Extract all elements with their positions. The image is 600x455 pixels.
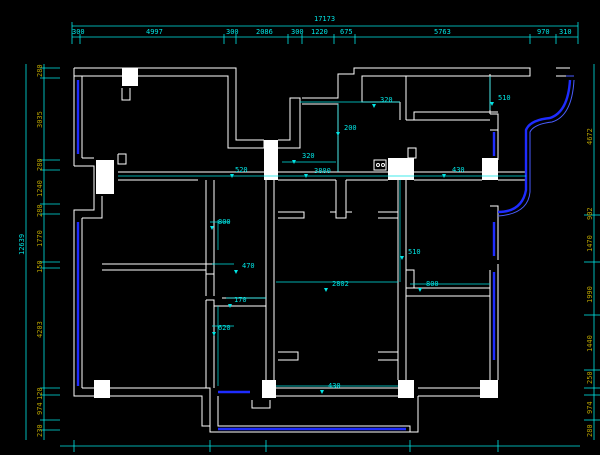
- dim-label-800-right: 800: [426, 280, 439, 288]
- top-dim-1: 300: [72, 28, 85, 36]
- windows: [76, 75, 575, 431]
- left-dim-2: 3035: [36, 111, 44, 128]
- dim-label-520: 520: [235, 166, 248, 174]
- top-dim-9: 970: [537, 28, 550, 36]
- right-dim-6: 250: [586, 371, 594, 384]
- dim-label-320-mid: 320: [302, 152, 315, 160]
- dimension-markers: [210, 102, 494, 394]
- left-dim-4: 1240: [36, 180, 44, 197]
- structural-columns: [94, 68, 498, 398]
- interior-walls: [102, 76, 526, 409]
- left-dimension-chain: 12639 280 3035 280 1240 280 1770 150 420…: [18, 64, 60, 440]
- dim-label-200: 200: [344, 124, 357, 132]
- dim-label-800-left: 800: [218, 218, 231, 226]
- dim-label-470: 470: [242, 262, 255, 270]
- left-total-dimension: 12639: [18, 234, 26, 255]
- top-dim-4: 2086: [256, 28, 273, 36]
- right-dim-4: 1990: [586, 286, 594, 303]
- left-dim-11: 230: [36, 424, 44, 437]
- interior-dimension-labels: 320 200 510 320 520 3800 430 800 510 470…: [218, 94, 511, 390]
- dim-label-2802: 2802: [332, 280, 349, 288]
- left-dim-3: 280: [36, 158, 44, 171]
- top-total-dimension: 17173: [314, 15, 335, 23]
- right-dim-1: 4672: [586, 128, 594, 145]
- dim-label-510-top: 510: [498, 94, 511, 102]
- dim-label-430-right: 430: [452, 166, 465, 174]
- top-dim-6: 1220: [311, 28, 328, 36]
- top-dim-3: 300: [226, 28, 239, 36]
- right-dim-3: 1470: [586, 235, 594, 252]
- top-dimension-chain: 17173 300 4997 300 2086 300 1220 675 576…: [71, 15, 579, 44]
- top-dim-8: 5763: [434, 28, 451, 36]
- left-dim-8: 4203: [36, 321, 44, 338]
- interior-dimensions: [118, 76, 526, 387]
- left-dim-7: 150: [36, 260, 44, 273]
- bottom-dimension-ticks: [60, 440, 580, 452]
- dim-label-620: 620: [218, 324, 231, 332]
- right-dim-2: 902: [586, 207, 594, 220]
- dim-label-430-bottom: 430: [328, 382, 341, 390]
- left-dim-10: 974: [36, 402, 44, 415]
- dim-label-510-mid: 510: [408, 248, 421, 256]
- left-dim-5: 280: [36, 204, 44, 217]
- dim-label-3800: 3800: [314, 167, 331, 175]
- left-dim-9: 120: [36, 387, 44, 400]
- right-dim-8: 280: [586, 424, 594, 437]
- top-dim-10: 310: [559, 28, 572, 36]
- left-dim-1: 280: [36, 64, 44, 77]
- left-dim-6: 1770: [36, 230, 44, 247]
- right-dim-7: 974: [586, 401, 594, 414]
- right-dimension-chain: 4672 902 1470 1990 1440 250 974 280: [584, 64, 600, 440]
- top-dim-7: 675: [340, 28, 353, 36]
- dim-label-320-kitchen: 320: [380, 96, 393, 104]
- right-dim-5: 1440: [586, 335, 594, 352]
- top-dim-5: 300: [291, 28, 304, 36]
- dim-label-170: 170: [234, 296, 247, 304]
- exterior-walls: [73, 67, 570, 433]
- top-dim-2: 4997: [146, 28, 163, 36]
